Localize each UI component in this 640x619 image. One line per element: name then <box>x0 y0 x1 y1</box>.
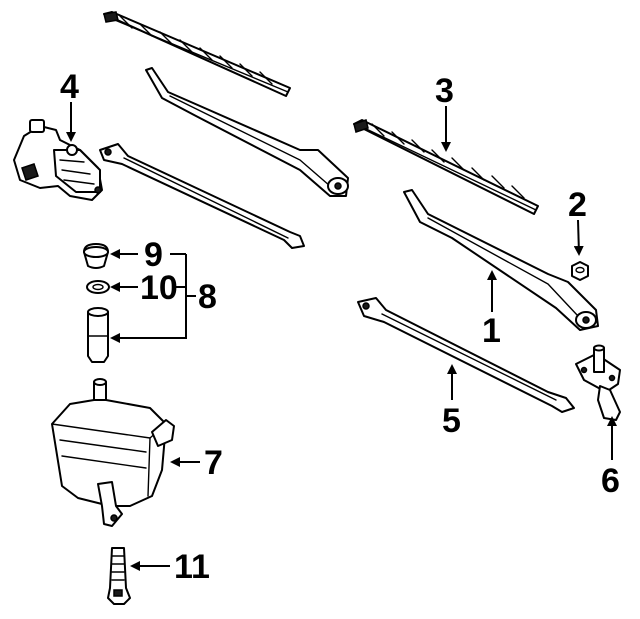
left-linkage-rod <box>99 143 305 249</box>
left-wiper-arm <box>145 67 349 197</box>
callout-8: 8 <box>198 278 217 316</box>
callout-5: 5 <box>442 402 461 440</box>
right-linkage-rod <box>357 297 575 413</box>
leader-lines <box>66 102 617 571</box>
seal-ring <box>86 280 110 294</box>
right-wiper-arm <box>403 189 599 331</box>
callout-3: 3 <box>435 72 454 110</box>
callout-11: 11 <box>174 548 210 586</box>
callout-1: 1 <box>482 312 501 350</box>
filler-neck <box>87 307 109 363</box>
callout-7: 7 <box>204 444 223 482</box>
pivot-nut <box>571 261 589 281</box>
callout-6: 6 <box>601 462 620 500</box>
wiper-pivot <box>575 344 621 421</box>
washer-pump <box>107 547 131 605</box>
washer-reservoir <box>51 378 175 527</box>
wiper-motor <box>13 119 103 201</box>
right-wiper-blade <box>353 119 539 215</box>
callout-4: 4 <box>60 68 79 106</box>
left-wiper-blade <box>103 11 291 97</box>
callout-10: 10 <box>140 269 178 307</box>
callout-9: 9 <box>144 236 163 274</box>
washer-cap <box>83 243 109 269</box>
callout-2: 2 <box>568 186 587 224</box>
